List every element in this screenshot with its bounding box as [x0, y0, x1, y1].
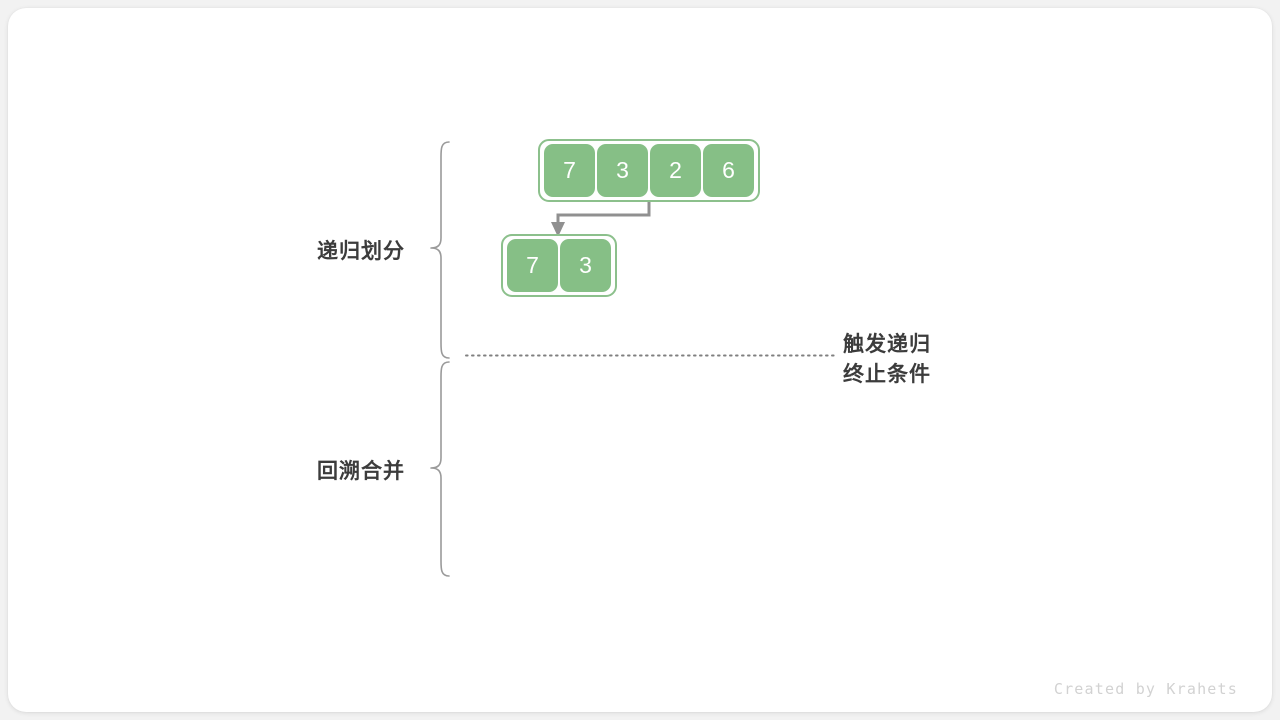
- brace-recursive-partition: [430, 141, 450, 359]
- recursion-terminate-note: 触发递归 终止条件: [843, 330, 931, 390]
- array-cell: 3: [597, 144, 648, 197]
- split-arrow: [551, 196, 651, 237]
- slide-card: [8, 8, 1272, 712]
- stage-label-backtrack-merge: 回溯合并: [317, 460, 405, 483]
- note-line-1: 触发递归: [843, 333, 931, 356]
- watermark-credit: Created by Krahets: [1053, 680, 1238, 698]
- stage-label-recursive-partition: 递归划分: [317, 240, 405, 263]
- array-cell: 7: [507, 239, 558, 292]
- brace-backtrack-merge: [430, 361, 450, 577]
- array-cell: 6: [703, 144, 754, 197]
- array-left-subarray: 7 3: [501, 234, 617, 297]
- note-line-2: 终止条件: [843, 363, 931, 386]
- array-cell: 3: [560, 239, 611, 292]
- array-cell: 7: [544, 144, 595, 197]
- array-root: 7 3 2 6: [538, 139, 760, 202]
- array-cell: 2: [650, 144, 701, 197]
